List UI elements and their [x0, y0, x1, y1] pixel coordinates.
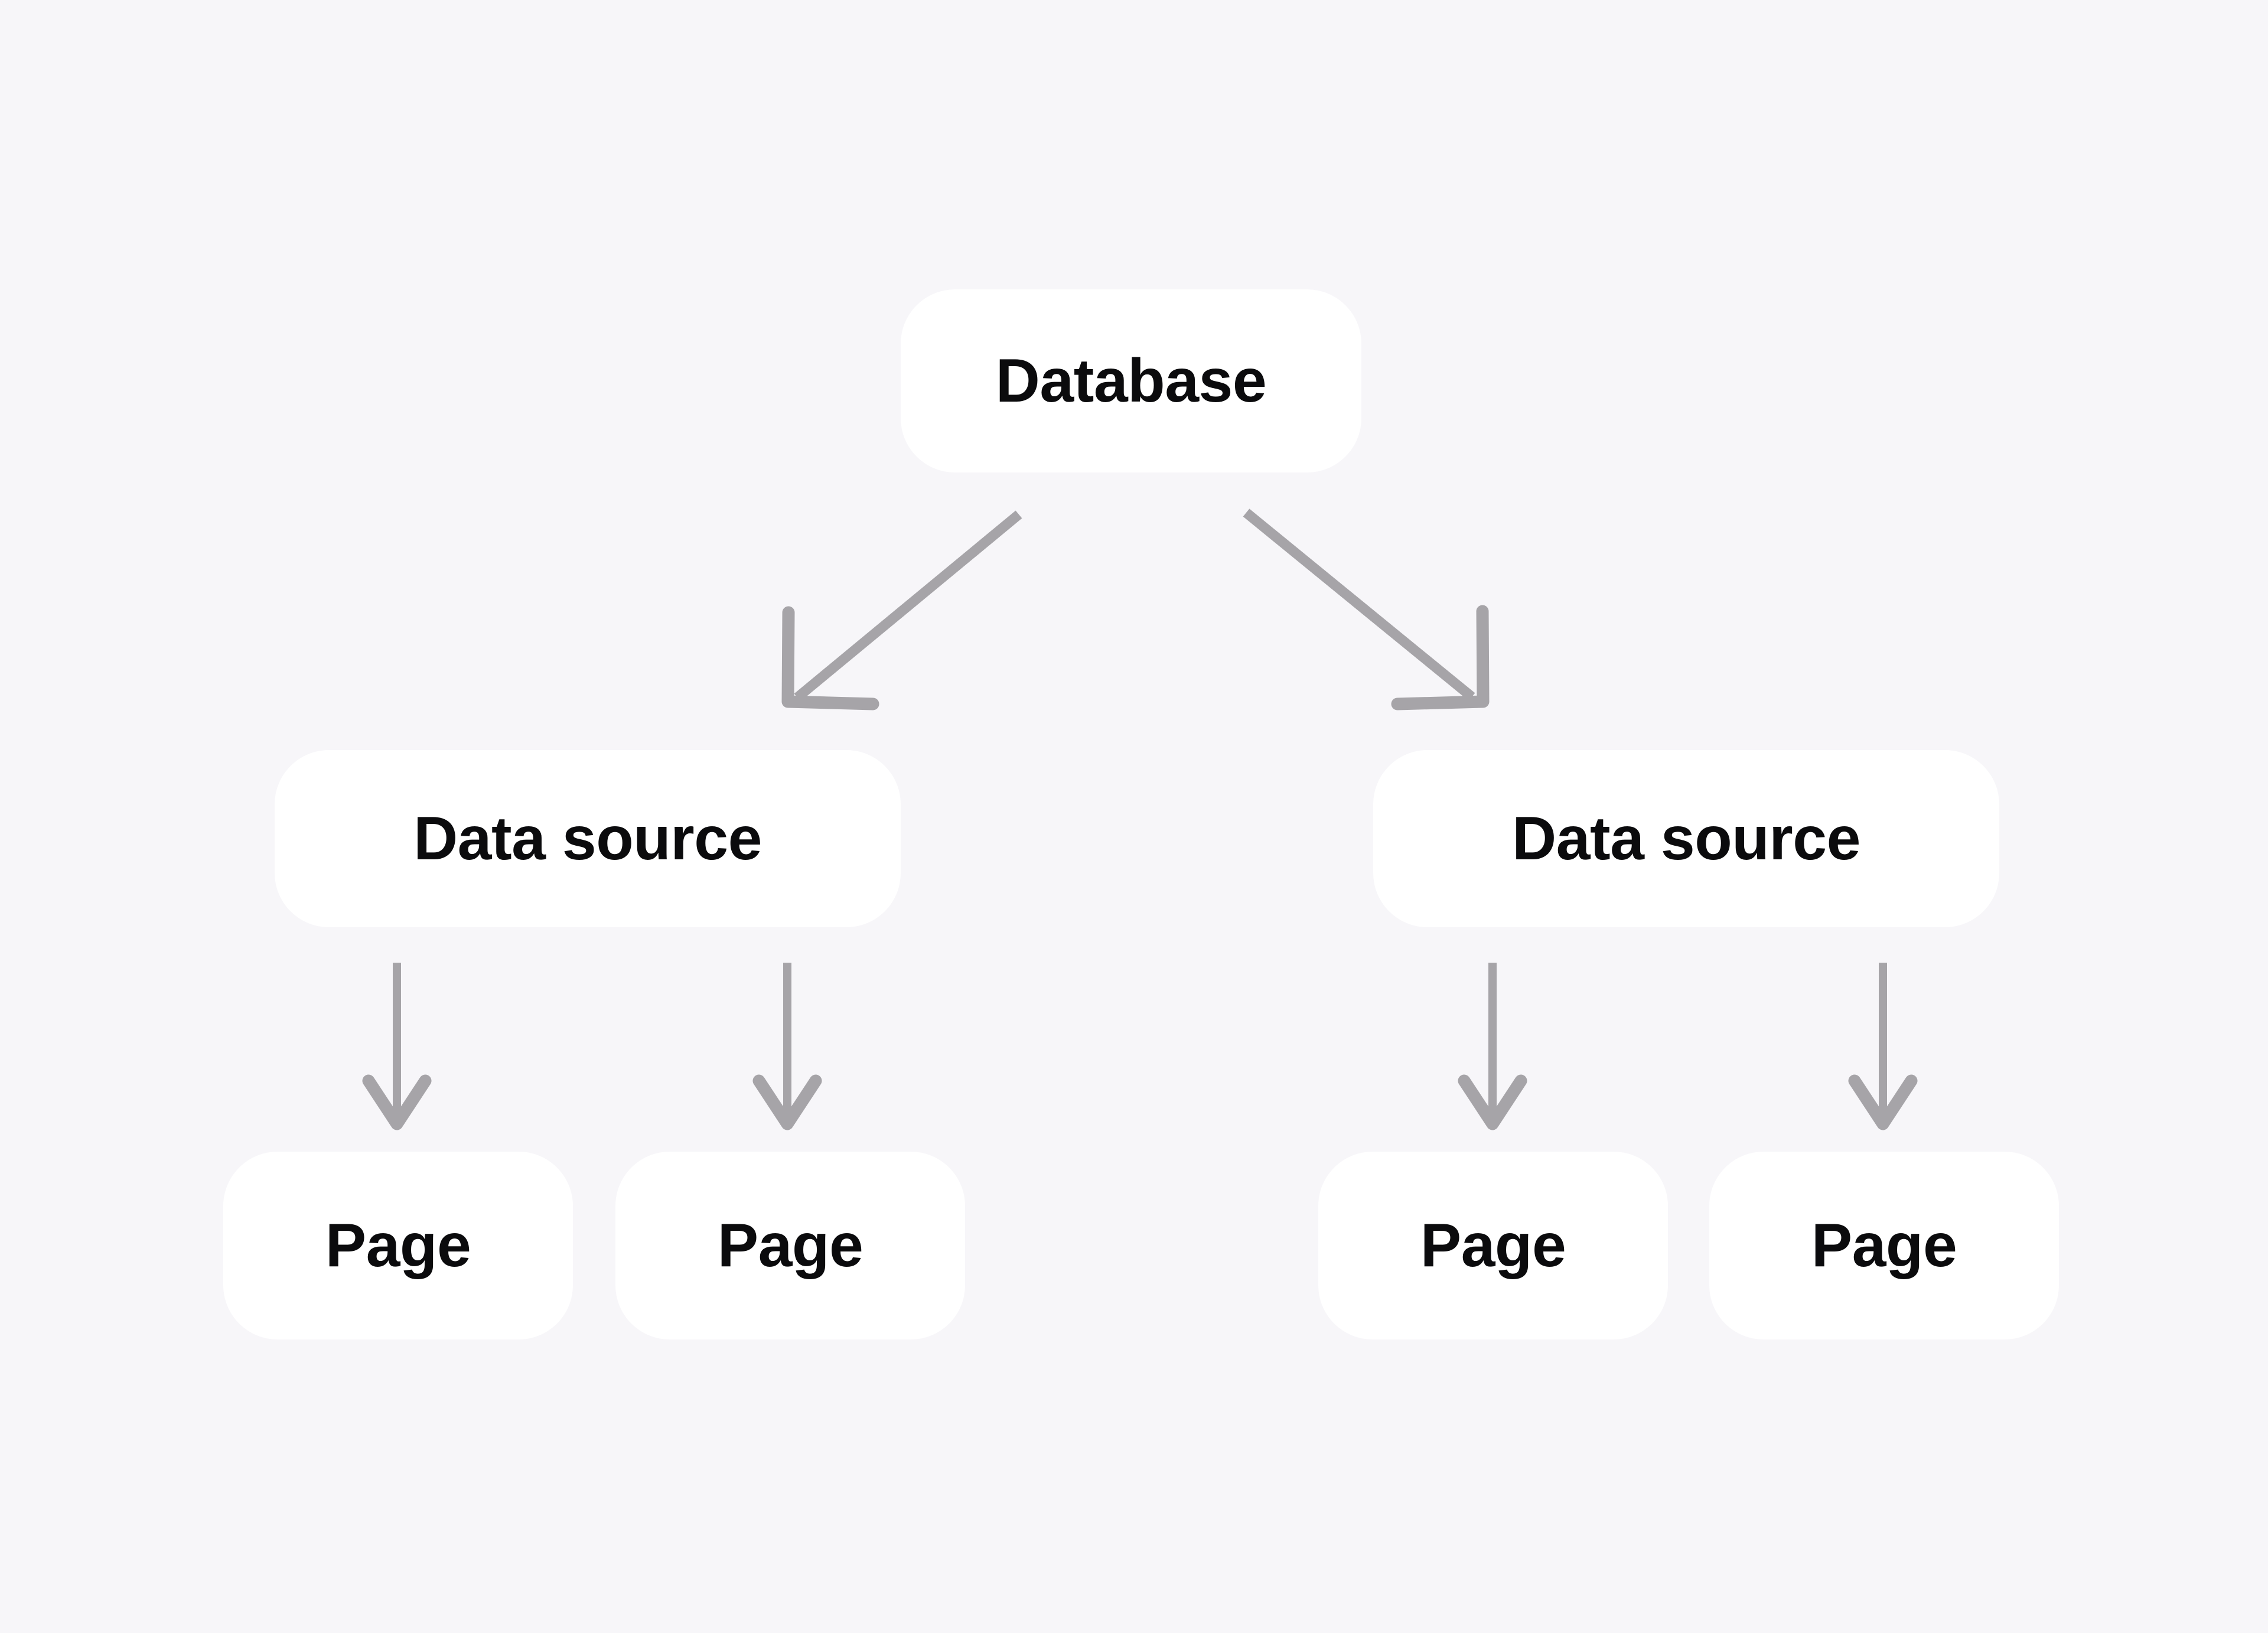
node-page-4-label: Page: [1811, 1211, 1957, 1280]
node-page-2[interactable]: Page: [615, 1152, 965, 1339]
edge-right-datasource-to-page-4: [1848, 963, 1918, 1130]
node-page-3-label: Page: [1420, 1211, 1566, 1280]
node-data-source-right-label: Data source: [1512, 804, 1860, 873]
node-database-label: Database: [995, 346, 1267, 415]
node-page-3[interactable]: Page: [1318, 1152, 1668, 1339]
edge-database-to-left-datasource: [781, 510, 1022, 710]
node-page-4[interactable]: Page: [1709, 1152, 2059, 1339]
node-database[interactable]: Database: [901, 289, 1361, 472]
node-data-source-right[interactable]: Data source: [1373, 750, 1999, 927]
node-data-source-left-label: Data source: [413, 804, 762, 873]
edge-database-to-right-datasource: [1243, 509, 1490, 710]
node-data-source-left[interactable]: Data source: [275, 750, 901, 927]
edge-left-datasource-to-page-2: [752, 963, 822, 1130]
node-page-1[interactable]: Page: [223, 1152, 573, 1339]
edge-right-datasource-to-page-3: [1458, 963, 1527, 1130]
node-page-2-label: Page: [717, 1211, 863, 1280]
node-page-1-label: Page: [325, 1211, 471, 1280]
edge-left-datasource-to-page-1: [362, 963, 432, 1130]
